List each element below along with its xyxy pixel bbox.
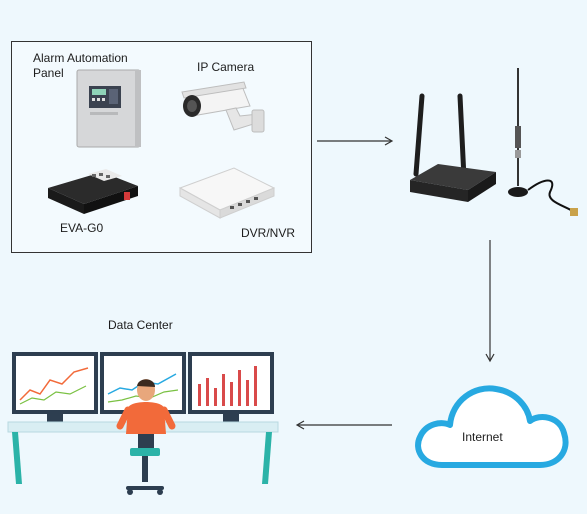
alarm-panel-label-line1: Alarm Automation	[33, 51, 128, 65]
chair-icon	[126, 448, 164, 495]
ip-camera-label: IP Camera	[197, 60, 255, 74]
router-icon	[410, 93, 496, 202]
monitor-group	[12, 352, 274, 422]
monitor-icon	[188, 352, 274, 414]
dvr-label: DVR/NVR	[241, 226, 296, 240]
monitor-icon	[12, 352, 98, 414]
dvr-nvr-icon	[178, 167, 276, 219]
arrow-to-router	[317, 136, 394, 146]
internet-label: Internet	[462, 430, 503, 444]
antenna-icon	[508, 68, 578, 216]
cloud-icon	[415, 385, 569, 468]
data-center-label: Data Center	[108, 318, 173, 332]
devices-box	[11, 41, 312, 253]
ip-camera-icon	[181, 81, 265, 133]
alarm-panel-label-line2: Panel	[33, 66, 64, 80]
arrow-to-data-center	[295, 420, 392, 430]
eva-gateway-icon	[48, 169, 138, 214]
alarm-panel-icon	[76, 69, 141, 148]
eva-label: EVA-G0	[60, 221, 104, 235]
person-icon	[116, 379, 176, 448]
arrow-to-internet	[485, 240, 495, 363]
